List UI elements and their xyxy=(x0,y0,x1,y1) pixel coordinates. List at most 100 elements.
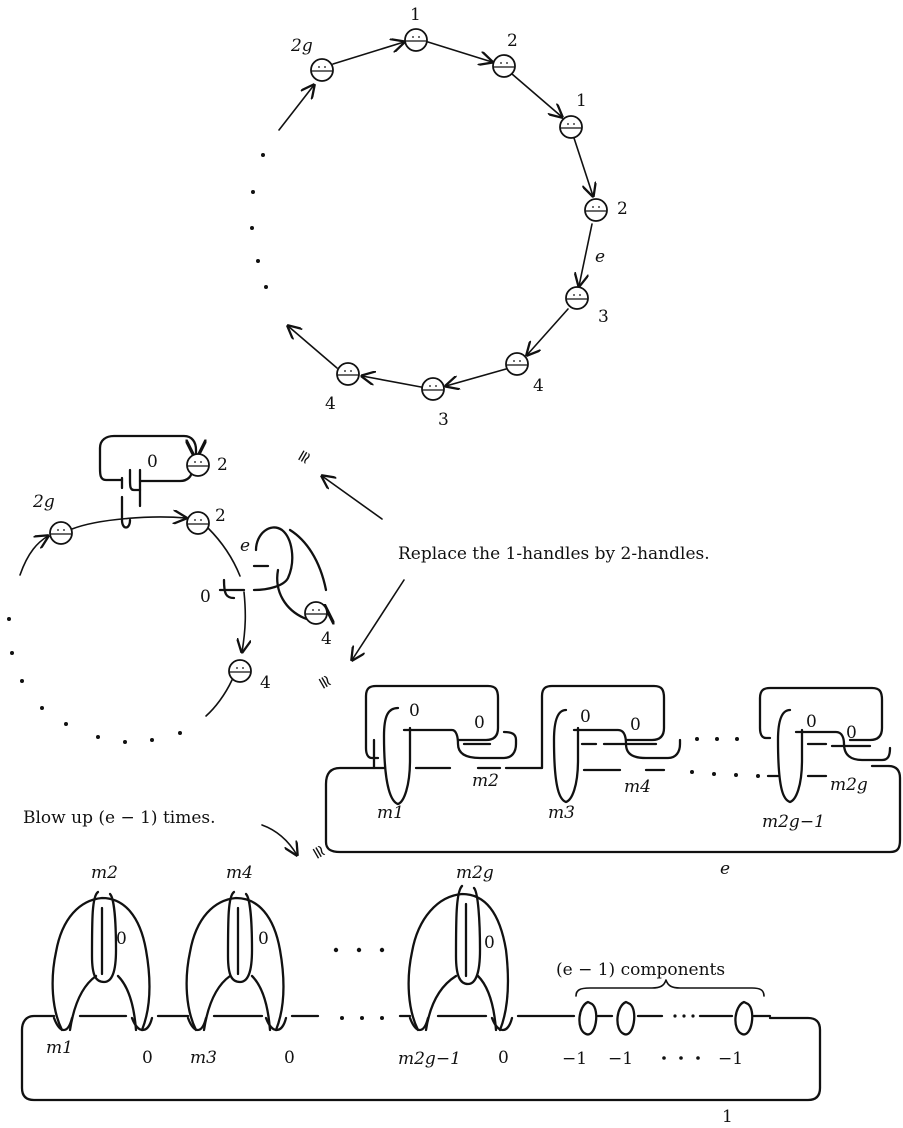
arc-edge xyxy=(20,536,48,575)
one-handle-ball xyxy=(187,454,209,476)
one-handle-ball xyxy=(187,512,209,534)
ellipsis-dot xyxy=(734,773,738,777)
ellipsis-dot xyxy=(360,1016,364,1020)
one-handle-ball xyxy=(229,660,251,682)
two-handle-loop xyxy=(384,708,410,804)
label-m2: m2 xyxy=(91,863,118,883)
edge xyxy=(527,309,568,355)
ellipsis-dot xyxy=(264,285,268,289)
two-handle-loop xyxy=(778,710,802,802)
two-handle-loop xyxy=(122,478,130,528)
label-4: 4 xyxy=(321,629,332,649)
ellipsis-dot xyxy=(40,706,44,710)
framing-1: 1 xyxy=(722,1107,733,1127)
ellipsis-dot xyxy=(7,617,11,621)
ellipsis-dot xyxy=(662,1056,666,1060)
label-m2g: m2g xyxy=(456,863,494,883)
ellipsis-dot xyxy=(150,738,154,742)
equiv-symbol: ≅ xyxy=(292,445,316,467)
clasp xyxy=(188,1018,286,1030)
ellipsis-dot xyxy=(712,772,716,776)
label-m2: m2 xyxy=(472,771,499,791)
label-4: 4 xyxy=(533,376,544,396)
framing-e: e xyxy=(720,859,730,879)
ellipsis-dot xyxy=(682,1014,685,1017)
clasp xyxy=(54,1018,152,1030)
label-1: 1 xyxy=(576,91,587,111)
label-m4: m4 xyxy=(226,863,253,883)
equiv-symbol: ≅ xyxy=(312,671,336,693)
two-handle-loop xyxy=(456,886,480,984)
framing-0: 0 xyxy=(200,587,211,607)
caption-replace: Replace the 1-handles by 2-handles. xyxy=(398,544,710,564)
ellipsis-dot xyxy=(10,651,14,655)
framing-loop xyxy=(326,766,900,852)
one-handle-ball xyxy=(506,353,528,375)
ellipsis-dot xyxy=(380,1016,384,1020)
one-handle-ball xyxy=(405,29,427,51)
framing-0: 0 xyxy=(630,715,641,735)
blow-up-component xyxy=(617,1002,634,1034)
ellipsis-dot xyxy=(178,731,182,735)
two-handle-loop xyxy=(92,892,116,982)
framing-0: 0 xyxy=(147,452,158,472)
framing-0: 0 xyxy=(284,1048,295,1068)
label-e: e xyxy=(240,536,250,556)
arc-edge xyxy=(206,680,232,716)
one-handle-ball xyxy=(305,602,327,624)
framing-0: 0 xyxy=(484,933,495,953)
two-handle-loop xyxy=(290,530,326,590)
ellipsis-dot xyxy=(123,740,127,744)
one-handle-ball xyxy=(560,116,582,138)
framing-minus-one: −1 xyxy=(608,1049,633,1069)
label-2g: 2g xyxy=(32,492,55,512)
label-m1: m1 xyxy=(46,1038,73,1058)
components-brace xyxy=(576,980,764,996)
caption-blow-up: Blow up (e − 1) times. xyxy=(23,808,216,828)
caption-arrow xyxy=(262,825,297,855)
framing-0: 0 xyxy=(258,929,269,949)
caption-arrow xyxy=(352,580,404,660)
framing-0: 0 xyxy=(116,929,127,949)
label-2: 2 xyxy=(617,199,628,219)
framing-0: 0 xyxy=(409,701,420,721)
arc-edge xyxy=(242,592,245,652)
ellipsis-dot xyxy=(64,722,68,726)
blow-up-component xyxy=(735,1002,752,1034)
ellipsis-dot xyxy=(715,737,719,741)
ellipsis-dot xyxy=(340,1016,344,1020)
label-2: 2 xyxy=(215,506,226,526)
two-handle-loop xyxy=(808,744,870,746)
one-handle-ball xyxy=(50,522,72,544)
edge xyxy=(579,224,592,286)
framing-0: 0 xyxy=(806,712,817,732)
label-3: 3 xyxy=(598,307,609,327)
one-handle-ball xyxy=(311,59,333,81)
label-m2g: m2g xyxy=(830,775,868,795)
one-handle-ball xyxy=(337,363,359,385)
caption-arrow xyxy=(322,476,382,519)
edge xyxy=(446,369,506,386)
framing-minus-one: −1 xyxy=(718,1049,743,1069)
label-2: 2 xyxy=(507,31,518,51)
edge xyxy=(428,42,492,62)
ellipsis-dot xyxy=(20,679,24,683)
blow-up-component xyxy=(579,1002,596,1034)
two-handle-loop xyxy=(426,976,496,1030)
edge xyxy=(574,138,593,196)
two-handle-loop xyxy=(70,976,136,1030)
framing-0: 0 xyxy=(474,713,485,733)
one-handle-ball xyxy=(566,287,588,309)
label-m3: m3 xyxy=(548,803,575,823)
label-1: 1 xyxy=(410,5,421,25)
label-m3: m3 xyxy=(190,1048,217,1068)
ellipsis-dot xyxy=(691,1014,694,1017)
ellipsis-dot xyxy=(380,948,384,952)
label-2g: 2g xyxy=(290,36,313,56)
ellipsis-dot xyxy=(261,153,265,157)
one-handle-ball xyxy=(493,55,515,77)
ellipsis-dot xyxy=(334,948,338,952)
middle-left-diagram: 0 2 2g 2 e 0 4 4 xyxy=(7,436,332,744)
two-handle-loop xyxy=(228,892,252,982)
